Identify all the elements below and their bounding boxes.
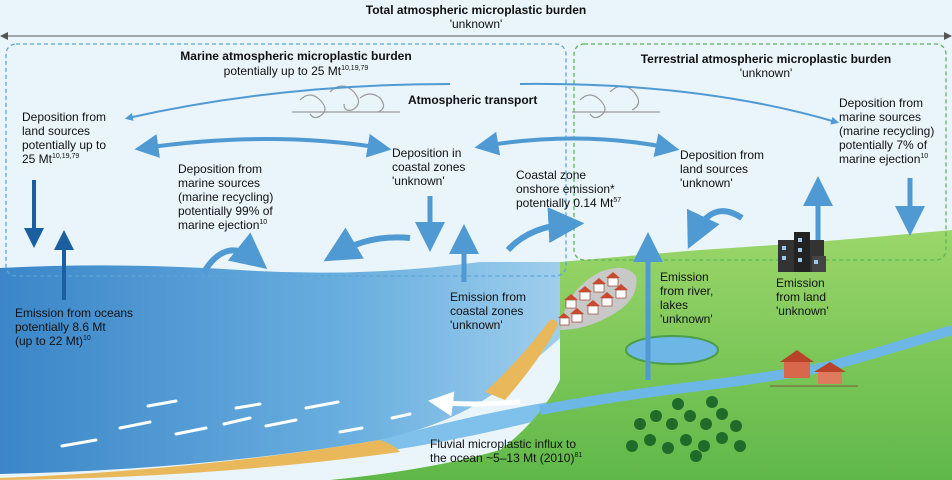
marine-region-box <box>5 43 567 277</box>
atmospheric-transport-arrow-left <box>124 83 451 121</box>
total-title: Total atmospheric microplastic burden <box>365 3 587 17</box>
farm-houses <box>770 350 858 387</box>
marine-burden-title: Marine atmospheric microplastic burden <box>180 49 412 63</box>
surf-lines <box>60 399 412 448</box>
beach-right <box>485 319 558 400</box>
atmospheric-transport-label: Atmospheric transport <box>408 93 538 107</box>
land-deposition-arc <box>686 208 744 250</box>
exchange-arrow-left <box>134 133 392 158</box>
terrestrial-burden-title: Terrestrial atmospheric microplastic bur… <box>640 52 892 66</box>
beach-left <box>0 440 400 480</box>
total-value: 'unknown' <box>449 17 503 31</box>
atmospheric-transport-arrow-right <box>519 82 840 125</box>
fluvial-arrow <box>428 391 521 417</box>
total-span-line <box>0 32 952 40</box>
river <box>539 325 952 415</box>
coastal-onshore-arc <box>505 207 585 253</box>
factory <box>778 232 826 272</box>
lake <box>625 335 719 365</box>
coastal-to-sea-arc <box>323 227 411 262</box>
marine-recycling-arc <box>201 232 268 274</box>
fluvial-influx: Fluvial microplastic influx to the ocean… <box>430 437 583 465</box>
marine-burden-value: potentially up to 25 Mt10,19,79 <box>223 64 369 78</box>
trees <box>626 396 746 462</box>
coastal-houses <box>558 272 628 326</box>
wind-swirls <box>292 85 660 119</box>
terrestrial-burden-value: 'unknown' <box>739 66 793 80</box>
exchange-arrow-right <box>474 131 680 157</box>
